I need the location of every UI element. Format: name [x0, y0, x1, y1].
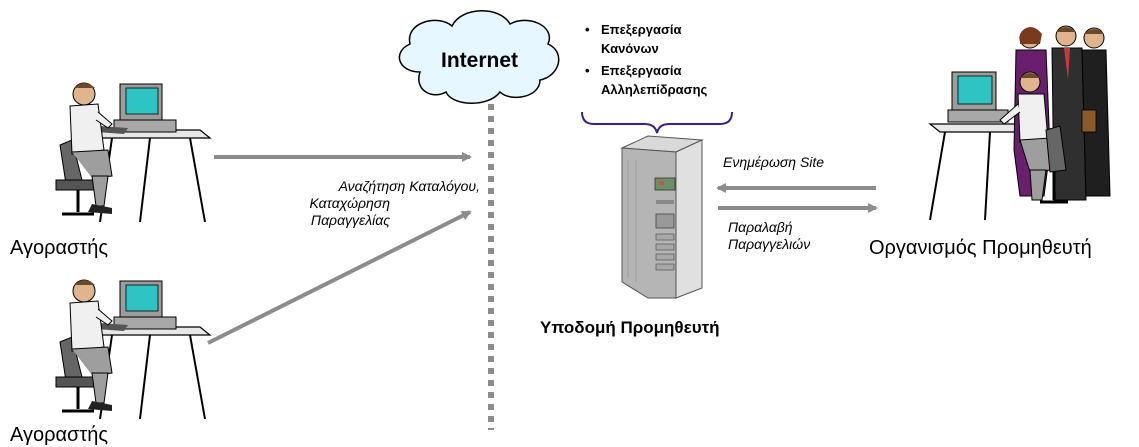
receipt-line: Παραλαβή: [728, 219, 793, 235]
bullet-line: Επεξεργασία: [601, 63, 682, 78]
buyer-label: Αγοραστής: [10, 237, 109, 259]
search-order-label: Αναζήτηση Καταλόγου, Καταχώρηση Παραγγελ…: [280, 178, 481, 229]
supplier-organization-label: Οργανισμός Προμηθευτή: [869, 237, 1092, 259]
site-update-label: Ενημέρωση Site: [723, 154, 825, 170]
buyer-workstation-icon: [55, 82, 212, 223]
internet-cloud-icon: [398, 10, 560, 104]
server-icon: [620, 135, 704, 299]
order-arrow: [207, 210, 472, 345]
buyer-label: Αγοραστής: [10, 424, 109, 446]
search-line: Καταχώρηση: [309, 195, 391, 211]
bullet-line: Αλληλεπίδρασης: [601, 82, 708, 97]
supplier-infrastructure-label: Υποδομή Προμηθευτή: [540, 318, 720, 337]
bullet-line: Επεξεργασία: [601, 22, 682, 37]
search-line: Παραγγελίας: [310, 212, 390, 228]
processing-bullets: Επεξεργασία Κανόνων Επεξεργασία Αλληλεπί…: [585, 20, 707, 99]
buyer-workstation-icon: [55, 279, 212, 420]
search-line: Αναζήτηση Καταλόγου,: [338, 178, 480, 194]
order-receipt-label: Παραλαβή Παραγγελιών: [728, 219, 810, 253]
supplier-organization-icon: [928, 25, 1111, 221]
bullets-bracket: [581, 111, 733, 134]
internet-label: Internet: [441, 49, 519, 72]
bullet-item: Επεξεργασία Κανόνων: [585, 20, 707, 58]
receipt-line: Παραγγελιών: [728, 236, 811, 252]
bullet-item: Επεξεργασία Αλληλεπίδρασης: [585, 61, 707, 99]
bullet-line: Κανόνων: [601, 41, 659, 56]
